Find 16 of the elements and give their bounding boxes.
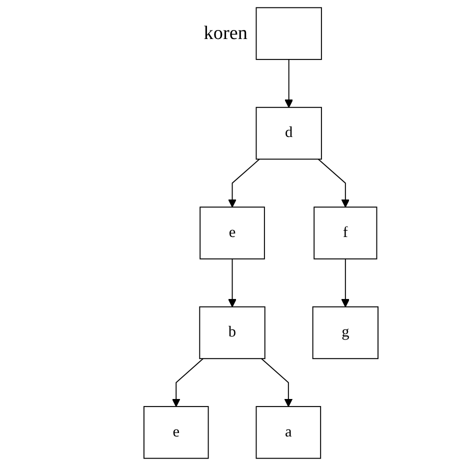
arrow [341,258,350,308]
node-box: e [200,206,265,260]
arrow [172,358,204,407]
arrow [228,158,260,208]
node-box: e [143,406,209,459]
node-box: d [256,106,322,160]
arrow [318,158,350,208]
pointer-label: koren [204,22,248,44]
node-box: a [256,406,322,459]
node-box: g [312,306,378,360]
arrow [284,58,294,108]
node-box: b [199,306,266,360]
arrow [228,258,236,308]
node-box: f [314,206,378,260]
arrow [260,358,293,407]
node-box [256,7,322,60]
